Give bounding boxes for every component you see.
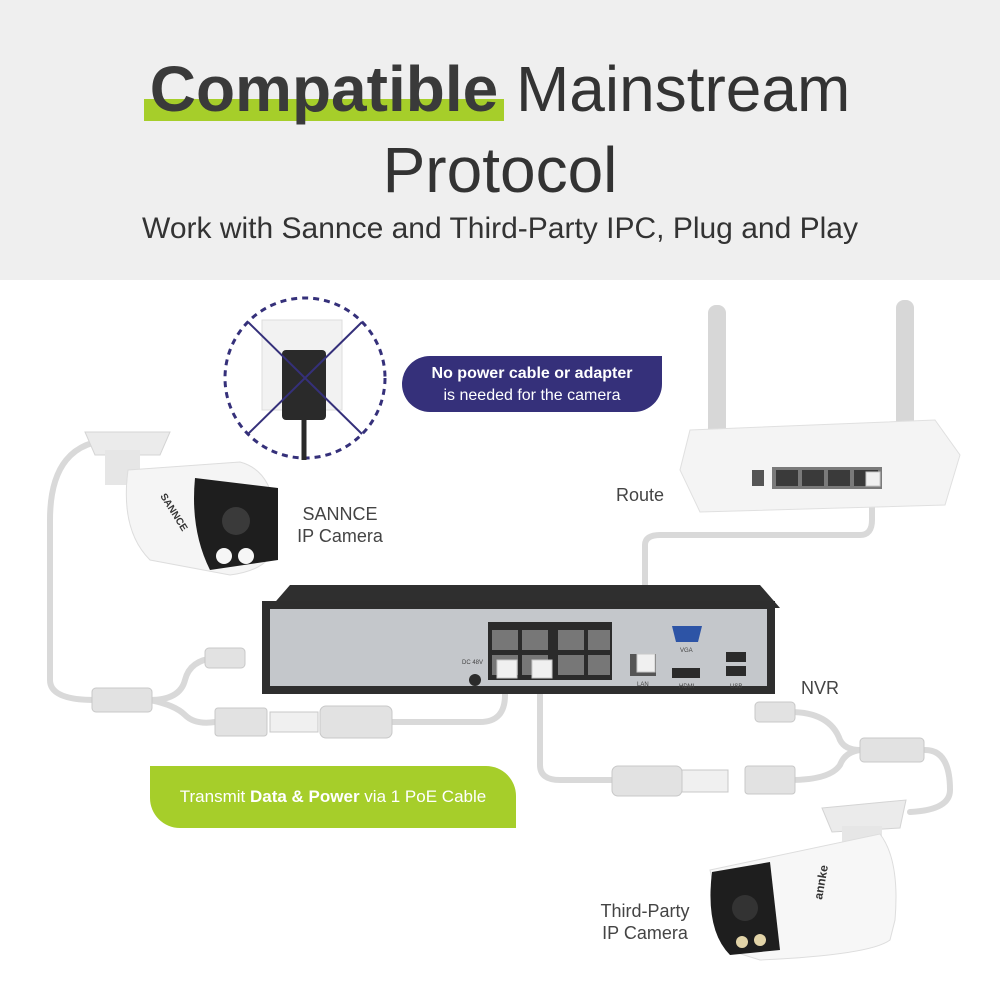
third-party-camera: annke bbox=[709, 799, 907, 961]
third-label-line-1: Third-Party bbox=[600, 901, 690, 921]
nvr-hdmi-port bbox=[672, 668, 700, 678]
page-title: Compatible Mainstream bbox=[0, 52, 1000, 126]
router bbox=[679, 300, 961, 513]
third-poe-link bbox=[537, 667, 623, 783]
third-cable bbox=[907, 747, 954, 815]
router-uplink bbox=[642, 477, 875, 663]
sannce-label-line-1: SANNCE bbox=[302, 504, 378, 524]
title-word: Mainstream bbox=[515, 53, 851, 125]
connectors bbox=[91, 471, 925, 797]
nvr-hdmi-label: HDMI bbox=[679, 684, 695, 690]
third-lan-pigtail bbox=[787, 747, 863, 783]
page-title-line-2: Protocol bbox=[382, 134, 618, 206]
page-subtitle: Work with Sannce and Third-Party IPC, Pl… bbox=[142, 212, 858, 245]
prohibited-icon bbox=[223, 296, 387, 460]
poe-cables bbox=[47, 437, 954, 815]
callout-line-1: No power cable or adapter bbox=[431, 365, 633, 382]
nvr-usb-label: USB bbox=[730, 684, 742, 690]
sannce-lan-pigtail bbox=[147, 697, 218, 726]
callout-line-2: is needed for the camera bbox=[443, 387, 621, 404]
sannce-camera-label: SANNCE IP Camera bbox=[285, 503, 395, 547]
network-diagram: SANNCE DC 48V LAN VGA HDMI USB bbox=[47, 296, 961, 961]
router-power-port bbox=[752, 470, 764, 486]
third-label-line-2: IP Camera bbox=[602, 923, 688, 943]
sannce-cable bbox=[47, 437, 118, 703]
header-band: Compatible Mainstream Protocol Work with… bbox=[0, 0, 1000, 280]
sannce-power-pigtail bbox=[147, 655, 218, 703]
nvr-vga-port bbox=[672, 626, 702, 642]
nvr-vga-label: VGA bbox=[680, 648, 693, 654]
banner-prefix: Transmit bbox=[179, 787, 250, 806]
third-power-pigtail bbox=[787, 709, 863, 753]
banner-suffix: via 1 PoE Cable bbox=[359, 787, 487, 806]
nvr-usb-port bbox=[726, 652, 746, 662]
poe-banner: Transmit Data & Power via 1 PoE Cable bbox=[150, 766, 516, 828]
sannce-camera: SANNCE bbox=[84, 431, 278, 576]
nvr-lan-label: LAN bbox=[637, 682, 649, 688]
no-adapter-callout: No power cable or adapter is needed for … bbox=[402, 356, 662, 412]
sannce-label-line-2: IP Camera bbox=[297, 526, 383, 546]
third-camera-label: Third-Party IP Camera bbox=[580, 900, 710, 944]
third-brand: annke bbox=[811, 864, 831, 901]
nvr-dc-label: DC 48V bbox=[462, 660, 483, 666]
router-label: Route bbox=[615, 485, 665, 505]
banner-bold: Data & Power bbox=[249, 787, 360, 806]
sannce-poe-link bbox=[387, 667, 508, 725]
router-body bbox=[679, 419, 961, 513]
nvr-label: NVR bbox=[800, 678, 839, 698]
nvr-dc-port bbox=[469, 674, 481, 686]
title-highlight-word: Compatible bbox=[149, 53, 499, 125]
nvr: DC 48V LAN VGA HDMI USB bbox=[262, 585, 780, 694]
